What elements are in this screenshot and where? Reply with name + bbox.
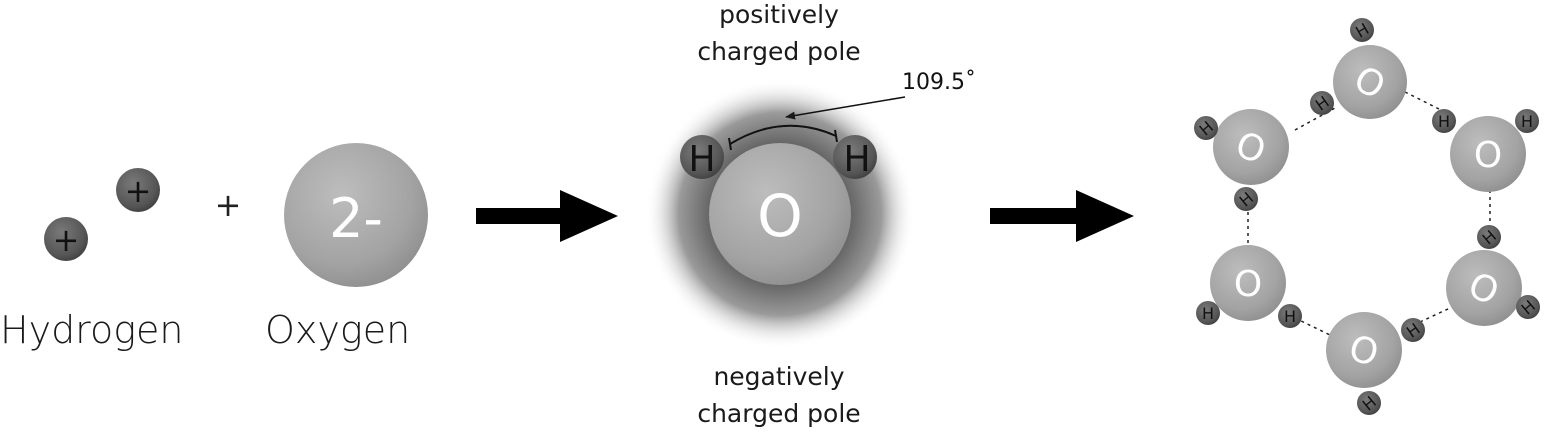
hydrogen-atom: H <box>1477 225 1501 249</box>
hydrogen-atom: H <box>1278 304 1302 328</box>
hydrogen-atom: H <box>1196 301 1220 325</box>
hydrogen-atom-right <box>833 135 877 179</box>
ring-water-molecule: O <box>1450 116 1526 192</box>
hydrogen-atom: H <box>1515 109 1539 133</box>
hydrogen-symbol: H <box>843 139 870 180</box>
positive-pole-line2: charged pole <box>697 37 861 66</box>
hydrogen-label: Hydrogen <box>0 308 184 352</box>
hydrogen-ion: + <box>116 168 160 212</box>
angle-pointer <box>785 96 906 120</box>
arc-tick <box>834 129 838 143</box>
bond-angle-arc <box>729 124 837 145</box>
oxygen-symbol: O <box>757 182 803 250</box>
reaction-arrow <box>476 190 618 242</box>
svg-text:H: H <box>1284 307 1296 326</box>
hydrogen-bonds <box>1247 91 1491 336</box>
oxygen-ion: 2- <box>284 143 428 287</box>
addition-sign: + <box>215 186 242 224</box>
hydrogen-atom: H <box>1234 187 1258 211</box>
negative-pole-line1: negatively <box>713 362 845 391</box>
hydrogen-ion: + <box>44 217 88 261</box>
hydrogen-atom: H <box>1310 91 1334 115</box>
negative-pole-line2: charged pole <box>697 399 861 428</box>
arc-tick <box>728 137 732 151</box>
svg-text:O: O <box>1474 135 1502 176</box>
plus-sign: + <box>125 172 152 210</box>
hydrogen-atom: H <box>1516 295 1540 319</box>
oxygen-ion-sphere <box>284 143 428 287</box>
svg-text:H: H <box>1202 304 1214 323</box>
oxygen-atom-sphere <box>709 143 851 285</box>
hydrogen-atom-left <box>680 135 724 179</box>
ring-water-molecule: O <box>1213 109 1289 185</box>
reaction-arrow <box>990 190 1134 242</box>
ring-water-molecule: O <box>1326 312 1402 388</box>
oxygen-label: Oxygen <box>265 308 411 352</box>
negative-pole-label: negatively charged pole <box>649 358 909 432</box>
hydrogen-ion-sphere <box>116 168 160 212</box>
hydrogen-atom: H <box>1194 116 1218 140</box>
bond-angle-label: 109.5˚ <box>902 70 976 95</box>
hexagonal-water-ring: O O O O O O H H H H H H H <box>1194 18 1540 415</box>
hydrogen-atom: H <box>1350 18 1374 42</box>
svg-text:H: H <box>1521 112 1533 131</box>
hydrogen-atom: H <box>1357 391 1381 415</box>
svg-text:O: O <box>1234 264 1262 305</box>
water-molecule: H H O 109.5˚ <box>645 70 976 349</box>
plus-sign: + <box>53 221 80 259</box>
svg-text:H: H <box>1438 112 1450 131</box>
hydrogen-ion-sphere <box>44 217 88 261</box>
positive-pole-label: positively charged pole <box>649 0 909 70</box>
ring-hydrogen-atoms: H H H H H H H H H H H H <box>1194 18 1540 415</box>
ring-water-molecule: O <box>1333 45 1407 119</box>
oxygen-ion-charge: 2- <box>329 187 383 250</box>
hydrogen-atom: H <box>1432 109 1456 133</box>
hydrogen-symbol: H <box>688 139 715 180</box>
ring-water-molecule: O <box>1210 245 1286 321</box>
hydrogen-atom: H <box>1401 318 1425 342</box>
positive-pole-line1: positively <box>719 0 839 29</box>
ring-water-molecule: O <box>1446 250 1522 326</box>
